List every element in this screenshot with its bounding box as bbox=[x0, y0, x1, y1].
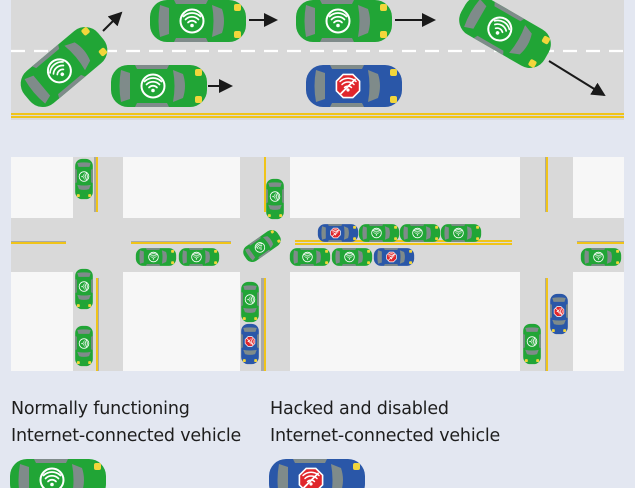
city-grid-panel bbox=[11, 157, 624, 371]
normal-car bbox=[358, 223, 400, 243]
legend-hacked-label: Hacked and disabled Internet-connected v… bbox=[270, 396, 500, 450]
normal-car bbox=[178, 247, 220, 267]
arrow-icon bbox=[548, 60, 606, 97]
normal-car bbox=[135, 247, 177, 267]
normal-car bbox=[74, 325, 94, 367]
legend-hacked-car-icon bbox=[268, 458, 366, 488]
normal-car bbox=[74, 268, 94, 310]
hacked-car bbox=[305, 64, 403, 108]
arrow-icon bbox=[102, 11, 123, 32]
legend-hacked-line2: Internet-connected vehicle bbox=[270, 426, 501, 446]
normal-car bbox=[522, 323, 542, 365]
normal-car bbox=[149, 0, 247, 43]
direction-arrows bbox=[102, 11, 606, 97]
hacked-car bbox=[549, 293, 569, 335]
normal-car bbox=[74, 158, 94, 200]
normal-car bbox=[440, 223, 482, 243]
normal-car bbox=[110, 64, 208, 108]
hacked-car bbox=[240, 323, 260, 365]
normal-car bbox=[399, 223, 441, 243]
normal-car bbox=[295, 0, 393, 43]
normal-car bbox=[331, 247, 373, 267]
normal-car bbox=[240, 281, 260, 323]
legend-normal-label: Normally functioning Internet-connected … bbox=[11, 396, 241, 450]
legend-normal-car-icon bbox=[9, 458, 107, 488]
legend-normal-line2: Internet-connected vehicle bbox=[11, 426, 242, 446]
normal-car bbox=[580, 247, 622, 267]
legend-hacked-line1: Hacked and disabled bbox=[270, 399, 449, 419]
hacked-car bbox=[317, 223, 359, 243]
normal-car bbox=[265, 178, 285, 220]
legend-normal-line1: Normally functioning bbox=[11, 399, 190, 419]
highway-panel bbox=[11, 0, 624, 120]
hacked-car bbox=[373, 247, 415, 267]
normal-car bbox=[289, 247, 331, 267]
